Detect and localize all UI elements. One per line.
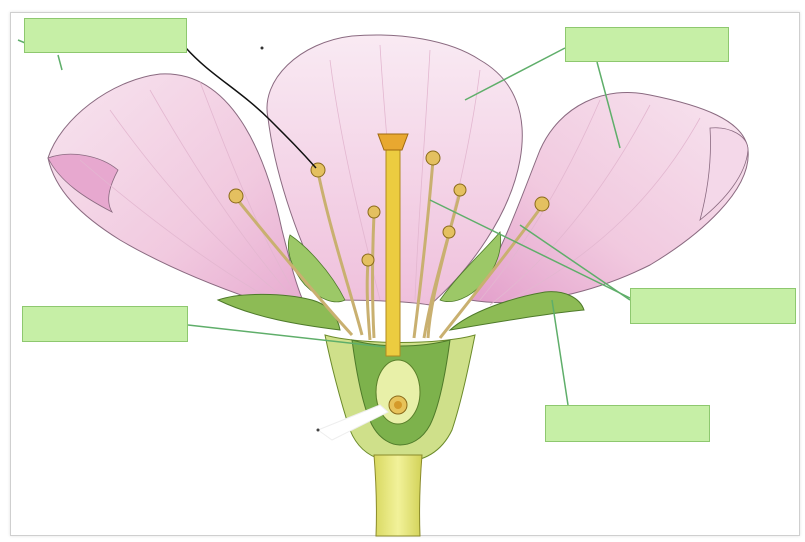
label-box-bottom-right[interactable] xyxy=(545,405,710,442)
label-box-top-left[interactable] xyxy=(24,18,187,53)
leader-line-1c xyxy=(58,55,62,70)
label-box-top-right[interactable] xyxy=(565,27,729,62)
ovule-inner xyxy=(394,401,402,409)
stray-dot xyxy=(261,47,264,50)
style xyxy=(386,146,400,356)
stem xyxy=(374,455,422,536)
label-box-middle-left[interactable] xyxy=(22,306,188,342)
leader-line-5 xyxy=(552,300,568,405)
leader-line-3 xyxy=(188,325,385,347)
pointer-dot xyxy=(317,429,320,432)
label-box-middle-right[interactable] xyxy=(630,288,796,324)
